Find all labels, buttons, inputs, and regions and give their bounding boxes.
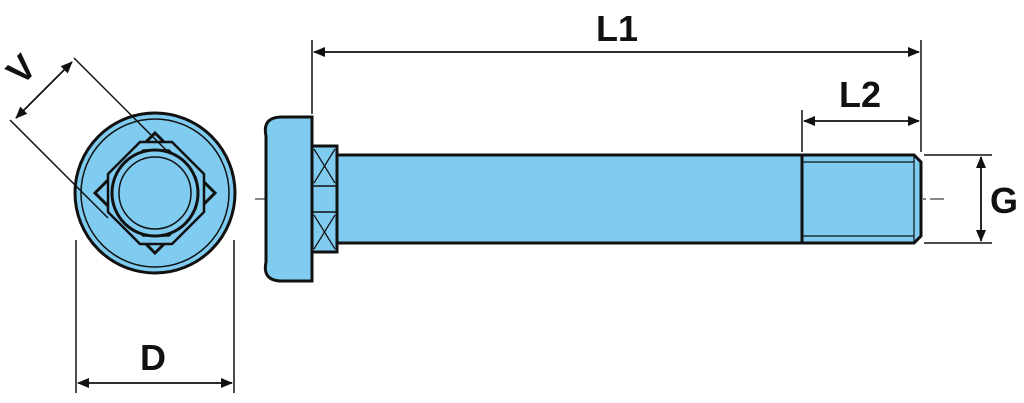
neck-x-1b: [313, 148, 336, 184]
shank: [335, 153, 804, 245]
v-ext-lower: [9, 119, 109, 219]
v-ext-upper: [73, 57, 171, 155]
bolt-head: [263, 115, 314, 283]
shaft-circle-outer: [110, 148, 200, 238]
l2-label: L2: [839, 74, 881, 115]
side-view: L1 L2 G: [255, 8, 1018, 283]
v-label: V: [0, 46, 44, 92]
end-view: D V: [0, 46, 237, 393]
v-dim-line: [15, 61, 73, 119]
flange-inner-ring: [80, 118, 230, 268]
square-neck: [310, 144, 339, 254]
neck-x-2b: [313, 214, 336, 250]
g-label: G: [990, 180, 1018, 221]
thread-section: [800, 153, 923, 245]
shaft-circle-inner: [118, 156, 192, 230]
d-label: D: [140, 337, 166, 378]
l1-label: L1: [596, 8, 638, 49]
